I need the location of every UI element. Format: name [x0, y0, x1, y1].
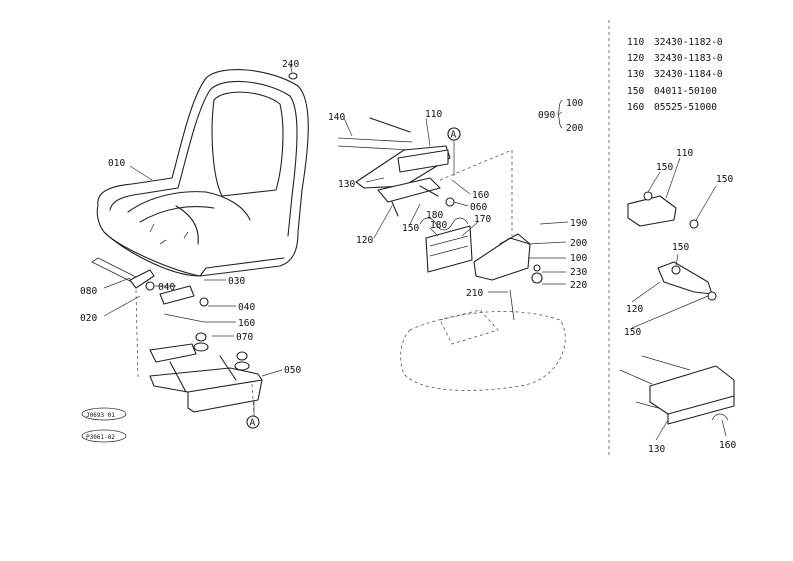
parts-list-number: 32430-1183-0	[654, 53, 723, 64]
callout-200: 200	[570, 238, 587, 249]
parts-list-ref: 150	[627, 86, 644, 97]
callout-050: 050	[284, 365, 301, 376]
stamp-outline	[81, 407, 127, 421]
reference-circle-a	[246, 415, 260, 429]
callout-160: 160	[472, 190, 489, 201]
stamp-text: J0693 01	[86, 412, 115, 419]
callout-100: 100	[566, 98, 583, 109]
callout-130: 130	[648, 444, 665, 455]
suspension-mechanism-drawing	[337, 117, 566, 391]
reference-a: A	[451, 130, 457, 141]
callout-070: 070	[236, 332, 253, 343]
callout-130: 130	[338, 179, 355, 190]
callout-labels: 010 080 020 030 040 040 160 070 050 240 …	[80, 59, 736, 455]
parts-list-number: 04011-50100	[654, 86, 717, 97]
stamp-outline	[81, 429, 127, 443]
reference-circle-a	[447, 127, 461, 141]
reference-marks: A A	[246, 127, 461, 429]
callout-150: 150	[656, 162, 673, 173]
catalog-stamps: J0693 01 P3061-02	[81, 407, 127, 443]
callout-020: 020	[80, 313, 97, 324]
callout-160: 160	[719, 440, 736, 451]
callout-010: 010	[108, 158, 125, 169]
callout-060: 060	[470, 202, 487, 213]
callout-100: 100	[570, 253, 587, 264]
callout-230: 230	[570, 267, 587, 278]
parts-list: 110 32430-1182-0 120 32430-1183-0 130 32…	[627, 37, 723, 113]
parts-list-ref: 110	[627, 37, 644, 48]
callout-190: 190	[570, 218, 587, 229]
reference-a: A	[250, 418, 256, 429]
callout-040: 040	[158, 282, 175, 293]
callout-040: 040	[238, 302, 255, 313]
callout-150: 150	[624, 327, 641, 338]
callout-160: 160	[238, 318, 255, 329]
callout-220: 220	[570, 280, 587, 291]
callout-180: 180	[426, 210, 443, 221]
seat-drawing	[96, 69, 309, 277]
callout-150: 150	[402, 223, 419, 234]
parts-list-ref: 130	[627, 69, 644, 80]
detail-drawing	[608, 20, 735, 456]
parts-list-number: 05525-51000	[654, 102, 717, 113]
callout-150: 150	[716, 174, 733, 185]
callout-030: 030	[228, 276, 245, 287]
stamp-text: P3061-02	[86, 434, 115, 441]
callout-120: 120	[626, 304, 643, 315]
callout-180: 180	[430, 220, 447, 231]
callout-120: 120	[356, 235, 373, 246]
parts-list-number: 32430-1184-0	[654, 69, 723, 80]
callout-080: 080	[80, 286, 97, 297]
callout-090: 090	[538, 110, 555, 121]
parts-list-number: 32430-1182-0	[654, 37, 723, 48]
parts-list-ref: 120	[627, 53, 644, 64]
callout-110: 110	[425, 109, 442, 120]
callout-240: 240	[282, 59, 299, 70]
brace-090	[557, 99, 563, 129]
callout-200: 200	[566, 123, 583, 134]
parts-list-ref: 160	[627, 102, 644, 113]
callout-150: 150	[672, 242, 689, 253]
callout-110: 110	[676, 148, 693, 159]
seat-rail-drawing	[91, 257, 263, 415]
callout-210: 210	[466, 288, 483, 299]
leader-lines	[103, 63, 727, 441]
callout-140: 140	[328, 112, 345, 123]
callout-170: 170	[474, 214, 491, 225]
